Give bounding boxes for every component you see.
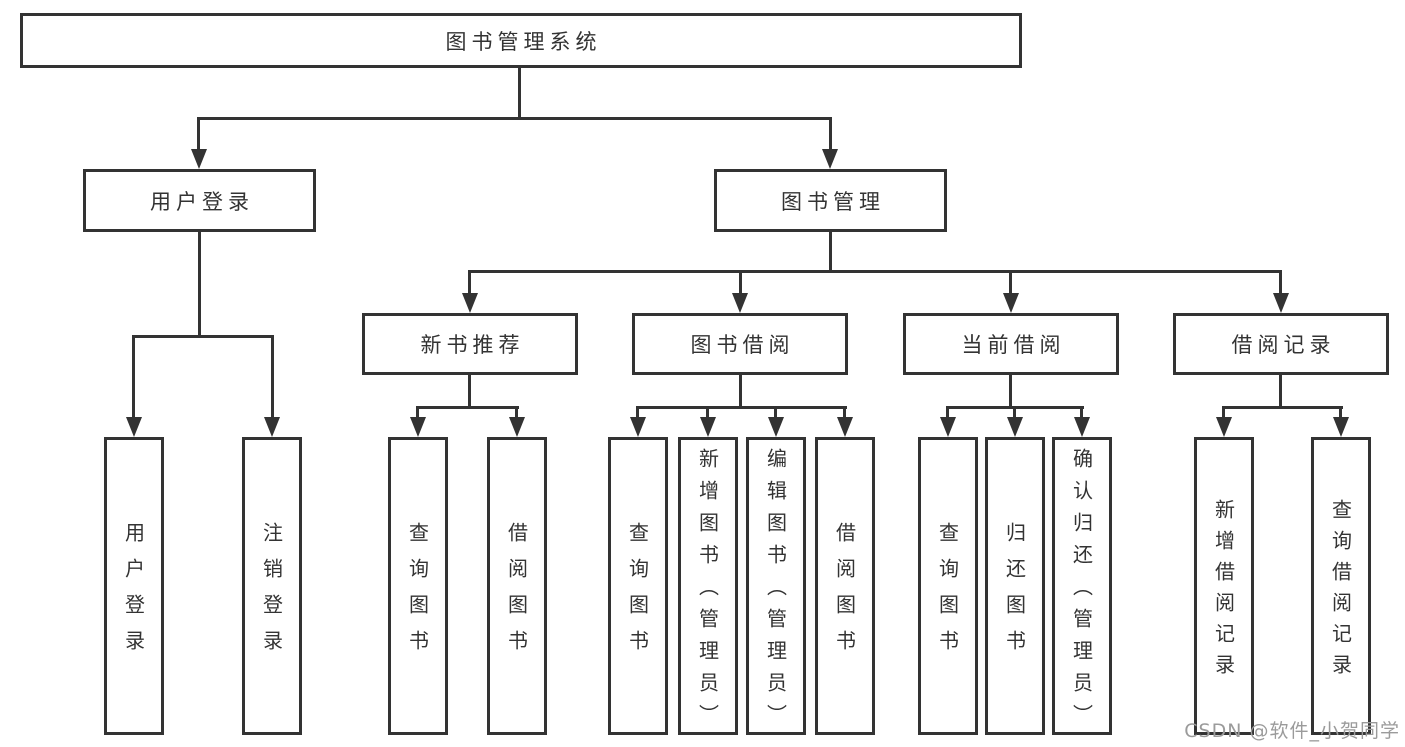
leaf-label: 归还图书 xyxy=(1002,522,1027,666)
leaf-return-books: 归还图书 xyxy=(985,437,1045,735)
leaf-label: 注销登录 xyxy=(259,522,284,666)
connector-line xyxy=(774,406,777,420)
connector-line xyxy=(468,270,1282,273)
leaf-label: 查询图书 xyxy=(935,522,960,666)
leaf-label: 编辑图书（管理员） xyxy=(763,448,788,736)
arrow-down-icon xyxy=(1074,417,1090,437)
arrow-down-icon xyxy=(1333,417,1349,437)
connector-line xyxy=(946,406,949,420)
node-label: 用户登录 xyxy=(150,189,254,214)
connector-line xyxy=(197,117,200,151)
connector-line xyxy=(1339,406,1342,420)
arrow-down-icon xyxy=(700,417,716,437)
leaf-add-books-admin: 新增图书（管理员） xyxy=(678,437,738,736)
leaf-label: 查询图书 xyxy=(625,522,650,666)
arrow-down-icon xyxy=(126,417,142,437)
arrow-down-icon xyxy=(1273,293,1289,313)
node-borrowing-records: 借阅记录 xyxy=(1173,313,1389,375)
leaf-query-books-borrowing: 查询图书 xyxy=(608,437,668,735)
connector-line xyxy=(739,375,742,409)
connector-line xyxy=(198,232,201,336)
node-label: 图书管理 xyxy=(781,189,885,214)
leaf-query-books-recommend: 查询图书 xyxy=(388,437,448,735)
node-label: 新书推荐 xyxy=(420,333,525,357)
leaf-label: 新增图书（管理员） xyxy=(695,448,720,736)
connector-line xyxy=(468,375,471,409)
connector-line xyxy=(636,406,639,420)
connector-line xyxy=(132,335,274,338)
watermark-text: CSDN @软件_小贺同学 xyxy=(1184,720,1400,742)
leaf-label: 借阅图书 xyxy=(504,522,529,666)
leaf-label: 借阅图书 xyxy=(832,522,857,666)
connector-line xyxy=(468,270,471,295)
connector-line xyxy=(636,406,847,409)
connector-line xyxy=(706,406,709,420)
leaf-borrow-books-borrowing: 借阅图书 xyxy=(815,437,875,735)
arrow-down-icon xyxy=(1007,417,1023,437)
connector-line xyxy=(1279,375,1282,409)
connector-line xyxy=(1222,406,1343,409)
connector-line xyxy=(1009,270,1012,295)
leaf-borrow-books-recommend: 借阅图书 xyxy=(487,437,547,735)
arrow-down-icon xyxy=(410,417,426,437)
node-new-book-recommendation: 新书推荐 xyxy=(362,313,578,375)
connector-line xyxy=(416,406,519,409)
leaf-label: 查询借阅记录 xyxy=(1328,498,1353,685)
arrow-down-icon xyxy=(940,417,956,437)
node-label: 图书管理系统 xyxy=(445,29,602,54)
arrow-down-icon xyxy=(264,417,280,437)
node-label: 图书借阅 xyxy=(690,333,795,357)
arrow-down-icon xyxy=(462,293,478,313)
arrow-down-icon xyxy=(822,149,838,169)
arrow-down-icon xyxy=(630,417,646,437)
leaf-logout: 注销登录 xyxy=(242,437,302,735)
connector-line xyxy=(1009,375,1012,409)
leaf-add-borrow-record: 新增借阅记录 xyxy=(1194,437,1254,735)
connector-line xyxy=(132,335,135,419)
arrow-down-icon xyxy=(837,417,853,437)
connector-line xyxy=(829,117,832,151)
leaf-label: 新增借阅记录 xyxy=(1211,498,1236,685)
connector-line xyxy=(1222,406,1225,420)
connector-line xyxy=(1013,406,1016,420)
node-book-borrowing: 图书借阅 xyxy=(632,313,848,375)
leaf-confirm-return-admin: 确认归还（管理员） xyxy=(1052,437,1112,736)
leaf-query-books-current: 查询图书 xyxy=(918,437,978,735)
leaf-label: 确认归还（管理员） xyxy=(1069,448,1094,736)
arrow-down-icon xyxy=(1003,293,1019,313)
node-book-management: 图书管理 xyxy=(714,169,947,232)
node-current-borrowing: 当前借阅 xyxy=(903,313,1119,375)
node-label: 借阅记录 xyxy=(1231,333,1336,357)
leaf-user-login: 用户登录 xyxy=(104,437,164,735)
connector-line xyxy=(1080,406,1083,420)
connector-line xyxy=(271,335,274,419)
leaf-edit-books-admin: 编辑图书（管理员） xyxy=(746,437,806,736)
node-label: 当前借阅 xyxy=(961,333,1066,357)
connector-line xyxy=(843,406,846,420)
connector-line xyxy=(197,117,832,120)
leaf-query-borrow-record: 查询借阅记录 xyxy=(1311,437,1371,735)
connector-line xyxy=(739,270,742,295)
arrow-down-icon xyxy=(509,417,525,437)
connector-line xyxy=(416,406,419,420)
connector-line xyxy=(829,232,832,273)
connector-line xyxy=(518,68,521,118)
connector-line xyxy=(1279,270,1282,295)
arrow-down-icon xyxy=(768,417,784,437)
leaf-label: 用户登录 xyxy=(121,522,146,666)
arrow-down-icon xyxy=(191,149,207,169)
leaf-label: 查询图书 xyxy=(405,522,430,666)
arrow-down-icon xyxy=(732,293,748,313)
connector-line xyxy=(515,406,518,420)
arrow-down-icon xyxy=(1216,417,1232,437)
node-user-login: 用户登录 xyxy=(83,169,316,232)
node-library-system: 图书管理系统 xyxy=(20,13,1022,68)
